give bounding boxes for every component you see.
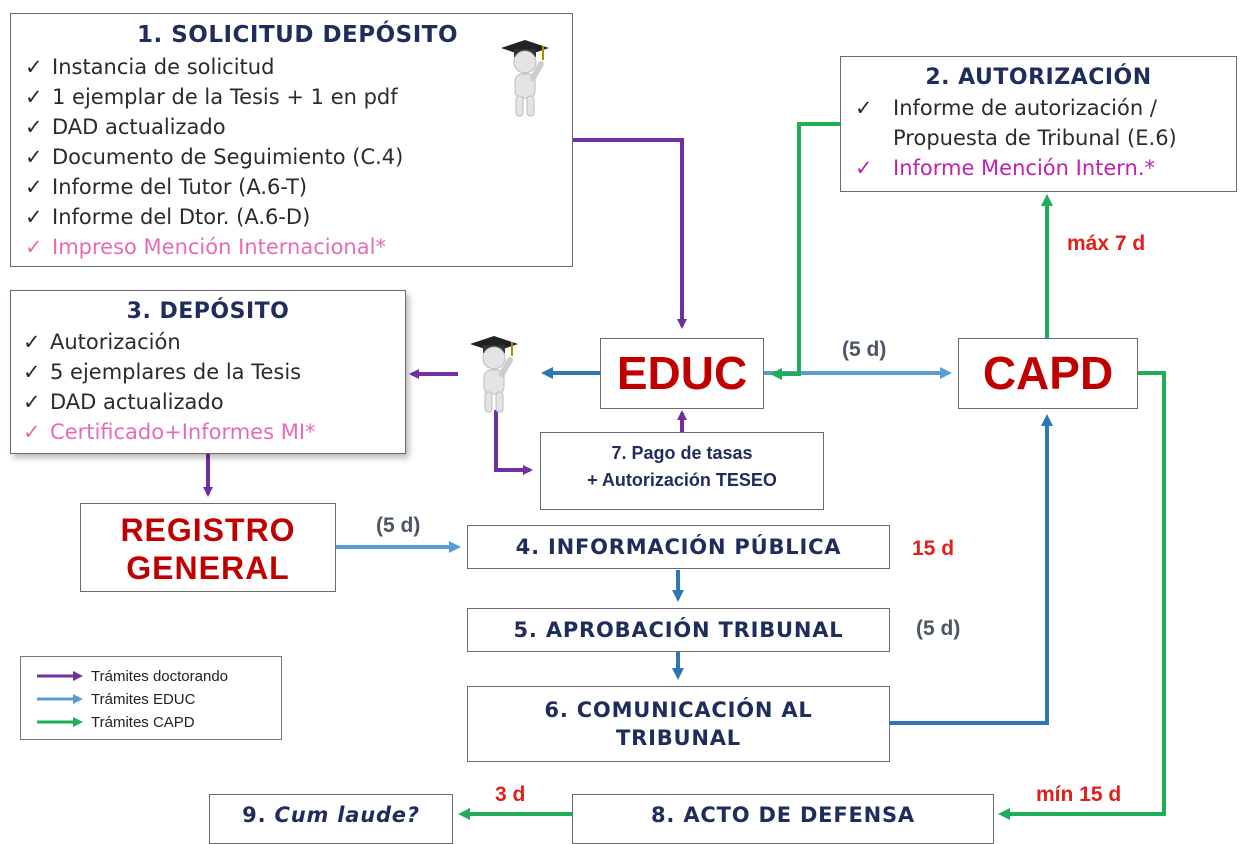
list-item: ✓DAD actualizado <box>25 115 226 139</box>
arrow-capd-to-defensa <box>998 371 1166 820</box>
acto-defensa-title: 8. ACTO DE DEFENSA <box>651 803 915 827</box>
solicitud-deposito-title: 1. SOLICITUD DEPÓSITO <box>136 22 459 48</box>
capd-label: CAPD <box>982 347 1114 399</box>
solicitud-deposito-list: ✓Instancia de solicitud ✓1 ejemplar de l… <box>25 52 403 262</box>
arrow-person-to-pago <box>494 410 533 475</box>
max-7d-label: máx 7 d <box>1067 232 1146 255</box>
list-item: Propuesta de Tribunal (E.6) <box>893 126 1177 150</box>
solicitud-deposito-box: 1. SOLICITUD DEPÓSITO ✓Instancia de soli… <box>10 13 573 267</box>
aprobacion-tribunal-title: 5. APROBACIÓN TRIBUNAL <box>513 618 844 642</box>
informacion-publica-title: 4. INFORMACIÓN PÚBLICA <box>515 535 842 559</box>
legend-item-educ: Trámites EDUC <box>35 688 195 710</box>
arrow-autorizacion-to-educ <box>770 122 840 380</box>
min-15d-label: mín 15 d <box>1036 783 1122 806</box>
educ-box: EDUC <box>600 338 764 409</box>
list-item: ✓DAD actualizado <box>23 390 224 414</box>
graduate-person-icon <box>470 336 518 413</box>
arrow-solicitud-to-educ <box>572 138 687 329</box>
info-publica-days-label: 15 d <box>912 537 955 560</box>
legend-arrow-green-icon <box>37 717 83 727</box>
pago-tasas-line1: 7. Pago de tasas <box>611 443 753 463</box>
legend-item-doctorando: Trámites doctorando <box>35 665 228 687</box>
list-item: ✓Informe del Dtor. (A.6-D) <box>25 205 311 229</box>
educ-label: EDUC <box>616 347 748 399</box>
list-item: ✓Certificado+Informes MI* <box>23 420 316 444</box>
legend: Trámites doctorando Trámites EDUC Trámit… <box>20 656 282 740</box>
educ-capd-days-label: (5 d) <box>842 338 887 361</box>
list-item: ✓Impreso Mención Internacional* <box>25 235 386 259</box>
list-item: ✓Informe del Tutor (A.6-T) <box>25 175 308 199</box>
list-item: ✓Informe de autorización / <box>855 96 1157 120</box>
aprobacion-days-label: (5 d) <box>916 617 961 640</box>
cum-laude-days-label: 3 d <box>495 783 526 806</box>
informacion-publica-box: 4. INFORMACIÓN PÚBLICA <box>467 525 890 569</box>
cum-laude-box: 9. Cum laude? <box>209 794 453 844</box>
pago-tasas-line2: + Autorización TESEO <box>587 470 777 490</box>
list-item: ✓Autorización <box>23 330 181 354</box>
legend-arrow-blue-icon <box>37 694 83 704</box>
autorizacion-list: ✓Informe de autorización / Propuesta de … <box>855 93 1177 183</box>
comunicacion-line1: 6. COMUNICACIÓN AL <box>544 698 813 722</box>
comunicacion-tribunal-box: 6. COMUNICACIÓN AL TRIBUNAL <box>467 686 890 762</box>
legend-item-capd: Trámites CAPD <box>35 711 195 733</box>
deposito-title: 3. DEPÓSITO <box>126 299 290 324</box>
pago-tasas-box: 7. Pago de tasas + Autorización TESEO <box>540 432 824 510</box>
registro-line1: REGISTRO <box>120 512 296 548</box>
registro-info-days-label: (5 d) <box>376 514 421 537</box>
legend-arrow-purple-icon <box>37 671 83 681</box>
capd-box: CAPD <box>958 338 1138 409</box>
cum-laude-title: 9. Cum laude? <box>242 803 420 827</box>
deposito-box: 3. DEPÓSITO ✓Autorización ✓5 ejemplares … <box>10 290 406 454</box>
list-item: ✓5 ejemplares de la Tesis <box>23 360 302 384</box>
list-item: ✓1 ejemplar de la Tesis + 1 en pdf <box>25 85 398 109</box>
comunicacion-line2: TRIBUNAL <box>616 726 741 750</box>
registro-general-box: REGISTRO GENERAL <box>80 503 336 592</box>
list-item: ✓Informe Mención Intern.* <box>855 156 1156 180</box>
aprobacion-tribunal-box: 5. APROBACIÓN TRIBUNAL <box>467 608 890 652</box>
autorizacion-title: 2. AUTORIZACIÓN <box>925 65 1152 90</box>
deposito-list: ✓Autorización ✓5 ejemplares de la Tesis … <box>23 327 316 447</box>
registro-line2: GENERAL <box>126 550 290 586</box>
arrow-comunic-to-capd <box>890 414 1053 725</box>
autorizacion-box: 2. AUTORIZACIÓN ✓Informe de autorización… <box>840 56 1237 192</box>
acto-defensa-box: 8. ACTO DE DEFENSA <box>572 794 994 844</box>
list-item: ✓Documento de Seguimiento (C.4) <box>25 145 404 169</box>
list-item: ✓Instancia de solicitud <box>25 55 275 79</box>
graduate-person-icon <box>501 40 549 117</box>
